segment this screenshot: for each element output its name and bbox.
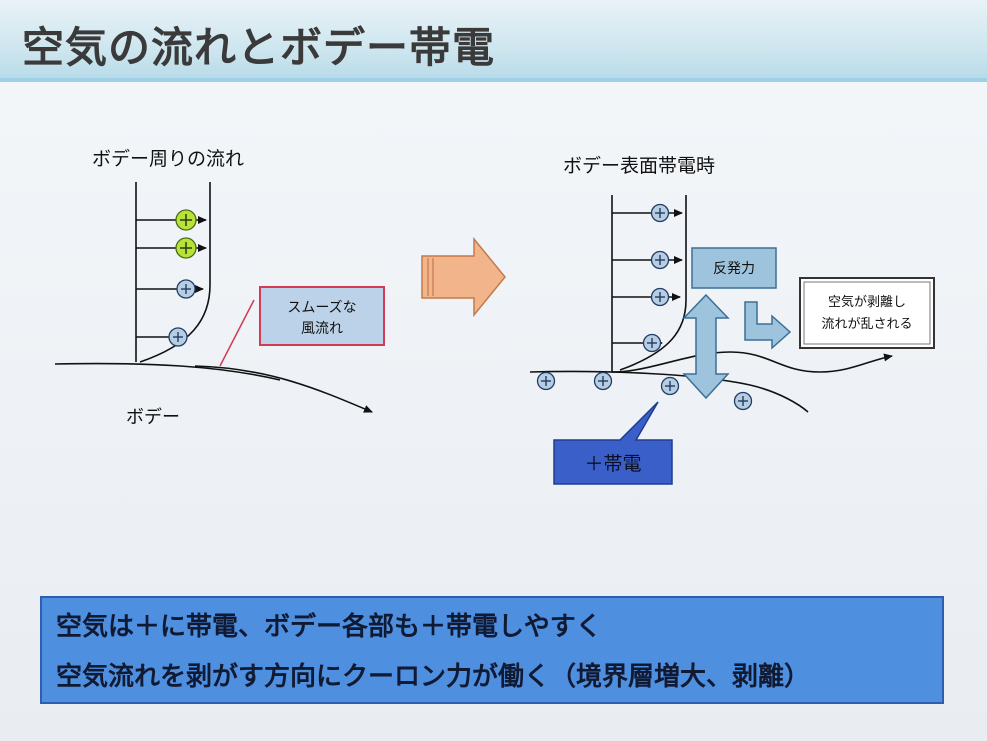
charge-speech-bubble <box>553 401 673 485</box>
right-body-surface <box>529 370 809 413</box>
left-boundary-layer-curve <box>139 182 211 363</box>
smooth-flow-callout <box>259 286 385 346</box>
positive-charge-icon <box>175 209 197 231</box>
separation-callout-line: 空気が剥離し <box>828 294 906 310</box>
title-divider <box>0 78 987 82</box>
positive-charge-icon <box>660 376 680 396</box>
positive-charge-icon <box>642 333 662 353</box>
positive-charge-icon <box>733 391 753 411</box>
positive-charge-icon <box>536 371 556 391</box>
positive-charge-icon <box>650 203 670 223</box>
right-boundary-layer-curve <box>619 195 687 371</box>
repulsion-double-arrow-icon <box>682 293 730 400</box>
positive-charge-icon <box>650 250 670 270</box>
title-bar: 空気の流れとボデー帯電 <box>0 0 987 80</box>
bent-arrow-icon <box>744 301 792 350</box>
summary-line: 空気流れを剥がす方向にクーロン力が働く（境界層増大、剥離） <box>56 662 811 692</box>
repulsion-label: 反発力 <box>713 261 755 277</box>
transition-arrow-icon <box>421 236 506 318</box>
page-title: 空気の流れとボデー帯電 <box>22 23 496 72</box>
positive-charge-icon <box>168 327 188 347</box>
charge-bubble-label: ＋帯電 <box>584 453 641 475</box>
positive-charge-icon <box>650 287 670 307</box>
smooth-streamline-arrow <box>194 365 373 413</box>
right-diagram: ボデー表面帯電時 <box>529 155 935 485</box>
left-diagram: ボデー周りの流れ <box>54 148 385 428</box>
separation-callout <box>799 277 935 349</box>
positive-charge-icon <box>593 371 613 391</box>
separation-callout-line: 流れが乱される <box>821 317 912 332</box>
positive-charge-icon <box>176 279 196 299</box>
separation-callout-inner-border <box>803 281 931 345</box>
summary-line: 空気は＋に帯電、ボデー各部も＋帯電しやすく <box>56 612 602 642</box>
body-label: ボデー <box>126 407 180 428</box>
left-body-surface <box>54 362 281 381</box>
left-diagram-heading: ボデー周りの流れ <box>92 148 244 170</box>
separated-streamline-arrow <box>611 351 893 373</box>
right-diagram-heading: ボデー表面帯電時 <box>563 155 715 177</box>
smooth-flow-callout-line: 風流れ <box>301 321 343 337</box>
summary-box: 空気は＋に帯電、ボデー各部も＋帯電しやすく 空気流れを剥がす方向にクーロン力が働… <box>40 596 944 704</box>
callout-leader-line <box>219 299 255 367</box>
smooth-flow-callout-line: スムーズな <box>287 300 356 316</box>
repulsion-label-box <box>691 247 777 289</box>
positive-charge-icon <box>175 237 197 259</box>
